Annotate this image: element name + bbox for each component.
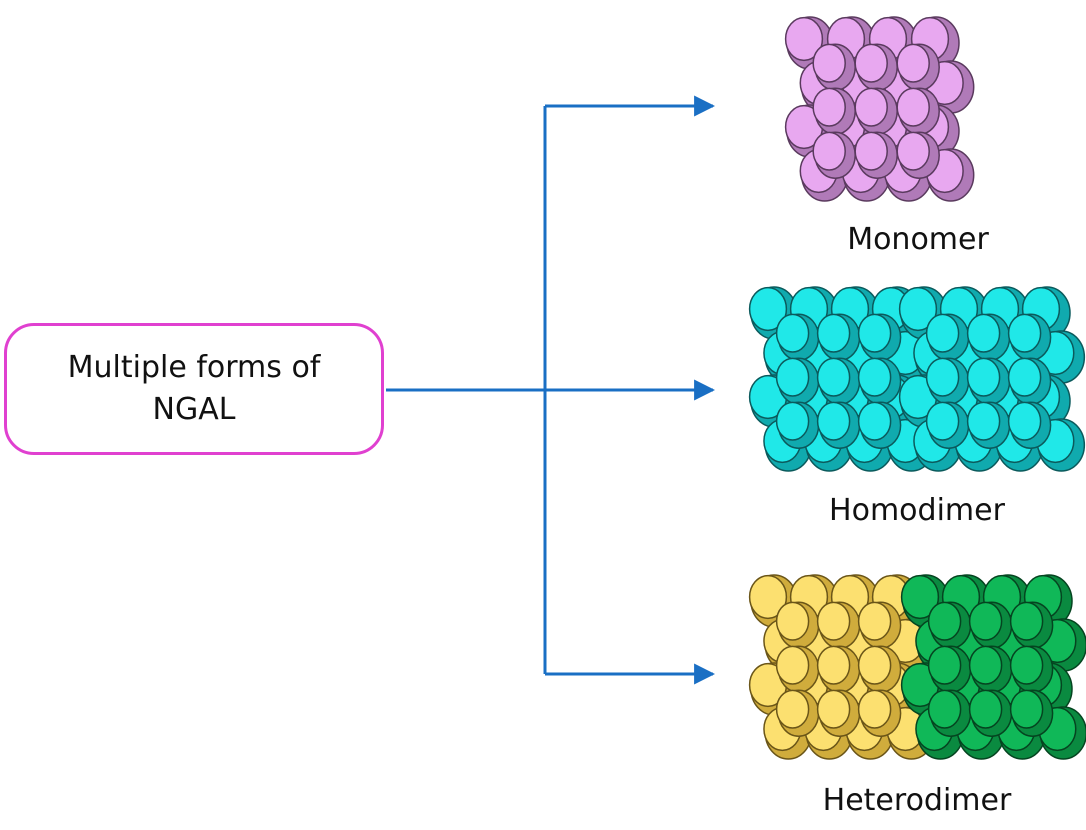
heterodimer-chain-yellow-subunit: [775, 601, 820, 649]
heterodimer-chain-yellow-subunit: [775, 645, 820, 693]
homodimer-chain-a-subunit: [816, 357, 861, 405]
heterodimer-chain-yellow-subunit: [816, 689, 861, 737]
homodimer-chain-b-subunit: [966, 313, 1011, 361]
heterodimer-structure: [748, 574, 1086, 760]
monomer-chain: [784, 16, 975, 202]
monomer-label: Monomer: [847, 222, 989, 257]
source-box: Multiple forms of NGAL: [4, 323, 384, 455]
monomer-chain-subunit: [812, 87, 856, 135]
homodimer-chain-b-subunit: [925, 313, 970, 361]
heterodimer-chain-yellow-subunit: [816, 645, 861, 693]
homodimer-chain-a-subunit: [857, 313, 902, 361]
heterodimer-chain-green-subunit: [1009, 645, 1054, 693]
heterodimer-chain-yellow-subunit: [857, 601, 902, 649]
homodimer-chain-b-subunit: [966, 357, 1011, 405]
homodimer-chain-a-subunit: [816, 401, 861, 449]
homodimer-chain-b-subunit: [966, 401, 1011, 449]
heterodimer-chain-yellow-subunit: [775, 689, 820, 737]
monomer-chain-subunit: [854, 43, 898, 91]
heterodimer-chain-green-subunit: [1009, 601, 1054, 649]
heterodimer-chain-green-subunit: [927, 689, 972, 737]
monomer-structure: [784, 16, 975, 202]
homodimer-chain-b-subunit: [1007, 401, 1052, 449]
homodimer-chain-a-subunit: [857, 401, 902, 449]
homodimer-chain-b-subunit: [925, 357, 970, 405]
heterodimer-chain-yellow-subunit: [857, 645, 902, 693]
homodimer-chain-a-subunit: [857, 357, 902, 405]
homodimer-structure: [748, 286, 1086, 472]
heterodimer-chain-yellow-subunit: [857, 689, 902, 737]
monomer-chain-subunit: [896, 43, 940, 91]
monomer-chain-subunit: [854, 131, 898, 179]
source-label: Multiple forms of NGAL: [67, 350, 321, 427]
homodimer-chain-a-subunit: [775, 401, 820, 449]
homodimer-chain-a-subunit: [775, 357, 820, 405]
heterodimer-label: Heterodimer: [822, 783, 1012, 818]
heterodimer-chain-yellow-subunit: [816, 601, 861, 649]
connector-lines: [386, 95, 716, 685]
heterodimer-chain-green-subunit: [1009, 689, 1054, 737]
monomer-chain-subunit: [812, 131, 856, 179]
homodimer-chain-b-subunit: [1007, 313, 1052, 361]
monomer-chain-subunit: [896, 131, 940, 179]
homodimer-chain-b-subunit: [1007, 357, 1052, 405]
homodimer-label: Homodimer: [829, 493, 1005, 528]
heterodimer-chain-green: [900, 574, 1086, 760]
monomer-chain-subunit: [854, 87, 898, 135]
heterodimer-chain-green-subunit: [968, 645, 1013, 693]
heterodimer-chain-green-subunit: [968, 689, 1013, 737]
homodimer-chain-b: [898, 286, 1086, 472]
